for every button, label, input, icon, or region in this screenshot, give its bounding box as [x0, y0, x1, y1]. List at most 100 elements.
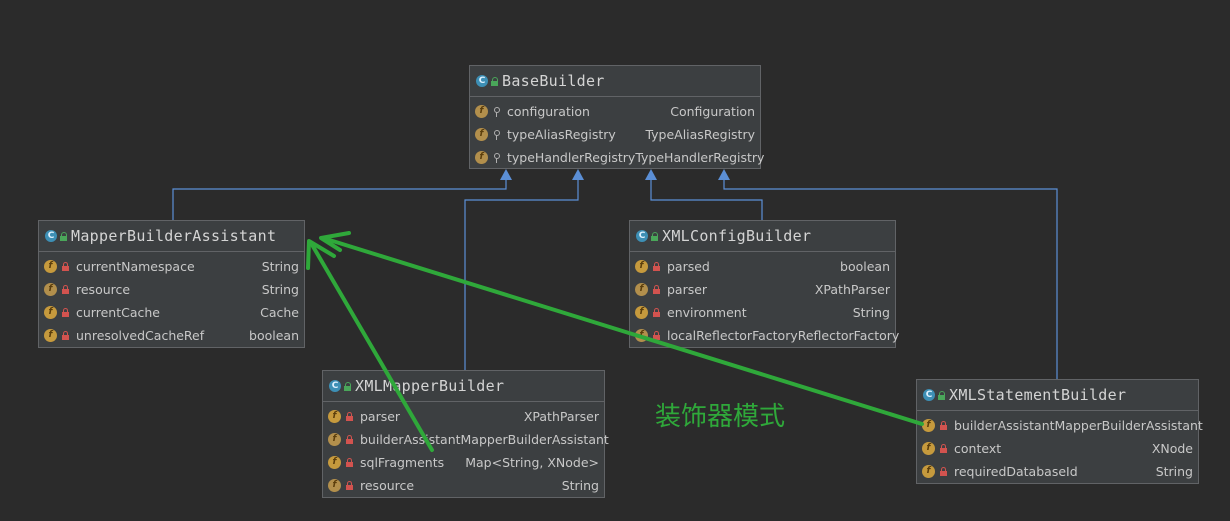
field-type: XPathParser — [523, 409, 599, 424]
field-icon: f — [475, 105, 488, 118]
field-name: localReflectorFactory — [667, 328, 798, 343]
field-icon: f — [44, 283, 57, 296]
field-name: typeHandlerRegistry — [507, 150, 636, 165]
field-icon: f — [475, 151, 488, 164]
class-icon: C — [636, 230, 648, 242]
field-icon: f — [635, 329, 648, 342]
private-lock-icon — [653, 285, 660, 294]
private-lock-icon — [346, 481, 353, 490]
protected-key-icon — [493, 106, 500, 117]
field-name: context — [954, 441, 1002, 456]
field-type: String — [561, 478, 599, 493]
field-row[interactable]: f localReflectorFactory ReflectorFactory — [630, 324, 899, 347]
class-header: C XMLConfigBuilder — [630, 221, 895, 252]
class-base-builder[interactable]: C BaseBuilder f configuration Configurat… — [469, 65, 764, 169]
class-name: XMLStatementBuilder — [949, 386, 1127, 404]
field-row[interactable]: f environment String — [630, 301, 895, 324]
field-row[interactable]: f currentNamespace String — [39, 255, 304, 278]
public-unlock-icon — [60, 231, 67, 241]
field-row[interactable]: f currentCache Cache — [39, 301, 304, 324]
annotation-text: 装饰器模式 — [655, 402, 786, 432]
field-icon: f — [635, 260, 648, 273]
field-type: XNode — [1151, 441, 1193, 456]
field-name: sqlFragments — [360, 455, 445, 470]
field-icon: f — [475, 128, 488, 141]
field-type: String — [261, 259, 299, 274]
field-row[interactable]: f unresolvedCacheRef boolean — [39, 324, 304, 347]
class-name: XMLMapperBuilder — [355, 377, 505, 395]
inherit-line-mapper-assistant — [172, 176, 507, 221]
private-lock-icon — [940, 444, 947, 453]
inherit-line-xml-config — [650, 176, 763, 221]
field-name: currentNamespace — [76, 259, 195, 274]
field-type: boolean — [840, 259, 890, 274]
field-name: environment — [667, 305, 747, 320]
public-unlock-icon — [651, 231, 658, 241]
private-lock-icon — [62, 262, 69, 271]
field-row[interactable]: f sqlFragments Map<String, XNode> — [323, 451, 604, 474]
field-row[interactable]: f parser XPathParser — [630, 278, 895, 301]
field-name: resource — [76, 282, 131, 297]
protected-key-icon — [493, 152, 500, 163]
class-icon: C — [923, 389, 935, 401]
field-icon: f — [328, 479, 341, 492]
field-type: String — [1155, 464, 1193, 479]
field-row[interactable]: f requiredDatabaseId String — [917, 460, 1198, 483]
inherit-arrowhead — [500, 169, 512, 180]
public-unlock-icon — [491, 76, 498, 86]
field-row[interactable]: f resource String — [323, 474, 604, 497]
field-icon: f — [328, 410, 341, 423]
field-type: Cache — [260, 305, 299, 320]
field-row[interactable]: f configuration Configuration — [470, 100, 760, 123]
field-row[interactable]: f resource String — [39, 278, 304, 301]
field-name: requiredDatabaseId — [954, 464, 1078, 479]
field-name: parser — [667, 282, 708, 297]
field-icon: f — [44, 260, 57, 273]
field-type: TypeAliasRegistry — [645, 127, 755, 142]
field-row[interactable]: f typeHandlerRegistry TypeHandlerRegistr… — [470, 146, 764, 169]
inherit-line-xml-statement — [723, 176, 1058, 380]
class-header: C XMLMapperBuilder — [323, 371, 604, 402]
field-name: resource — [360, 478, 415, 493]
class-header: C MapperBuilderAssistant — [39, 221, 304, 252]
field-row[interactable]: f builderAssistant MapperBuilderAssistan… — [323, 428, 609, 451]
field-icon: f — [922, 419, 935, 432]
field-row[interactable]: f context XNode — [917, 437, 1198, 460]
field-name: configuration — [507, 104, 590, 119]
private-lock-icon — [346, 458, 353, 467]
field-type: Configuration — [670, 104, 755, 119]
field-name: currentCache — [76, 305, 160, 320]
field-icon: f — [44, 329, 57, 342]
field-icon: f — [635, 283, 648, 296]
private-lock-icon — [346, 412, 353, 421]
field-icon: f — [922, 442, 935, 455]
private-lock-icon — [940, 467, 947, 476]
class-xml-mapper-builder[interactable]: C XMLMapperBuilder f parser XPathParser … — [322, 370, 609, 498]
field-icon: f — [635, 306, 648, 319]
field-type: MapperBuilderAssistant — [460, 432, 609, 447]
field-name: builderAssistant — [360, 432, 461, 447]
field-row[interactable]: f typeAliasRegistry TypeAliasRegistry — [470, 123, 760, 146]
field-name: parsed — [667, 259, 710, 274]
class-header: C BaseBuilder — [470, 66, 760, 97]
public-unlock-icon — [344, 381, 351, 391]
private-lock-icon — [653, 308, 660, 317]
class-xml-statement-builder[interactable]: C XMLStatementBuilder f builderAssistant… — [916, 379, 1203, 484]
class-icon: C — [45, 230, 57, 242]
class-mapper-builder-assistant[interactable]: C MapperBuilderAssistant f currentNamesp… — [38, 220, 305, 348]
field-type: ReflectorFactory — [797, 328, 900, 343]
field-icon: f — [922, 465, 935, 478]
field-icon: f — [328, 433, 341, 446]
field-icon: f — [44, 306, 57, 319]
field-row[interactable]: f parsed boolean — [630, 255, 895, 278]
inherit-line-xml-mapper — [464, 176, 579, 371]
class-name: BaseBuilder — [502, 72, 605, 90]
field-type: boolean — [249, 328, 299, 343]
field-row[interactable]: f builderAssistant MapperBuilderAssistan… — [917, 414, 1203, 437]
field-icon: f — [328, 456, 341, 469]
field-name: builderAssistant — [954, 418, 1055, 433]
class-xml-config-builder[interactable]: C XMLConfigBuilder f parsed boolean f pa… — [629, 220, 899, 348]
field-row[interactable]: f parser XPathParser — [323, 405, 604, 428]
class-name: MapperBuilderAssistant — [71, 227, 277, 245]
protected-key-icon — [493, 129, 500, 140]
